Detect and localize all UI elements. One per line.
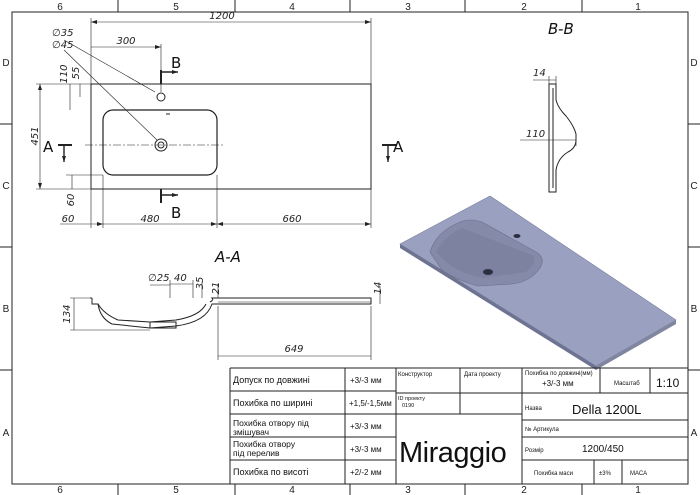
col-label-bottom: 5 — [173, 485, 179, 495]
tol-width-value: +1,5/-1,5мм — [349, 399, 392, 408]
size-value: 1200/450 — [582, 444, 624, 455]
article-label: № Артикула — [525, 426, 559, 433]
aa-dim-134: 134 — [62, 304, 73, 323]
row-label-left: B — [3, 304, 10, 315]
dim-300: 300 — [116, 36, 135, 47]
aa-dim-40: 40 — [174, 273, 187, 284]
render-top-surface — [399, 195, 677, 367]
tol-length-label: Допуск по довжині — [233, 375, 310, 385]
depth-error-value: +3/-3 мм — [542, 379, 574, 388]
countertop-outline — [90, 83, 372, 190]
aa-dim-35: 35 — [195, 277, 206, 290]
render-side-edge — [596, 320, 676, 370]
project-id-label: ID проекту — [398, 396, 425, 402]
date-label: Дата проекту — [464, 372, 501, 378]
section-mark-b-top: B — [171, 54, 181, 72]
col-label-bottom: 2 — [521, 485, 527, 495]
col-label-bottom: 4 — [289, 485, 295, 495]
aa-dim-649: 649 — [284, 344, 303, 355]
tol-overflow-value: +3/-3 мм — [350, 445, 382, 454]
basin-outline — [102, 109, 218, 176]
dim-660: 660 — [282, 214, 301, 225]
section-aa-profile — [70, 280, 381, 360]
row-label-right: D — [690, 58, 697, 69]
tol-mixer-value: +3/-3 мм — [350, 422, 382, 431]
dim-overall-width: 1200 — [209, 11, 234, 22]
row-label-right: C — [690, 181, 697, 192]
col-label-top: 4 — [289, 2, 295, 13]
tol-length-value: +3/-3 мм — [350, 376, 382, 385]
mass-error-label: Похибка маси — [534, 471, 573, 477]
project-id: 0190 — [402, 403, 414, 409]
section-bb-profile — [520, 76, 577, 193]
aa-dim-21: 21 — [211, 282, 222, 295]
title-block-lines — [229, 367, 688, 484]
name-label: Назва — [525, 406, 542, 412]
dim-d45: ∅45 — [52, 40, 73, 51]
col-label-top: 3 — [405, 2, 411, 13]
scale-value: 1:10 — [656, 376, 680, 390]
name-value: Della 1200L — [572, 402, 641, 417]
col-label-top: 1 — [635, 2, 641, 13]
size-label: Розмір — [525, 448, 544, 454]
aa-dim-d25: ∅25 — [148, 273, 169, 284]
col-label-bottom: 3 — [405, 485, 411, 495]
brand-logo: Miraggio — [399, 437, 506, 469]
section-aa-title: A-A — [214, 248, 241, 266]
dim-451: 451 — [30, 126, 41, 145]
col-label-top: 5 — [173, 2, 179, 13]
col-label-bottom: 6 — [57, 485, 63, 495]
scale-label: Масштаб — [614, 381, 640, 387]
section-bb-title: B-B — [548, 20, 574, 38]
render-faucet-hole — [513, 234, 521, 238]
plan-view — [36, 18, 396, 228]
dim-d35: ∅35 — [52, 28, 73, 39]
section-mark-a-left: A — [43, 138, 54, 156]
row-label-left: A — [3, 428, 10, 439]
mass-error-value: ±3% — [599, 471, 612, 477]
bb-dim-110: 110 — [526, 129, 545, 140]
col-label-top: 6 — [57, 2, 63, 13]
row-label-right: B — [691, 304, 698, 315]
section-mark-a-right: A — [393, 138, 404, 156]
tol-width-label: Похибка по ширині — [233, 398, 312, 408]
constructor-label: Конструктор — [398, 372, 433, 378]
tol-height-value: +2/-2 мм — [350, 468, 382, 477]
row-label-right: A — [691, 428, 698, 439]
row-label-left: C — [2, 181, 9, 192]
section-mark-b-bottom: B — [171, 204, 181, 222]
render-front-edge — [400, 244, 596, 370]
dim-60-horizontal: 60 — [62, 214, 75, 225]
bb-dim-14: 14 — [533, 68, 546, 79]
tol-height-label: Похибка по висоті — [233, 467, 308, 477]
dim-110: 110 — [59, 64, 70, 83]
col-label-top: 2 — [521, 2, 527, 13]
render-drain — [483, 269, 493, 275]
mass-label: МАСА — [630, 471, 647, 477]
row-label-left: D — [2, 58, 9, 69]
dim-480: 480 — [140, 214, 159, 225]
render-3d — [399, 195, 677, 370]
faucet-hole — [156, 92, 166, 102]
aa-dim-14: 14 — [373, 282, 384, 295]
depth-error-label: Похибка по довжині(мм) — [525, 371, 593, 377]
col-label-bottom: 1 — [635, 485, 641, 495]
dim-55: 55 — [71, 67, 82, 80]
dim-60-vertical: 60 — [66, 194, 77, 207]
